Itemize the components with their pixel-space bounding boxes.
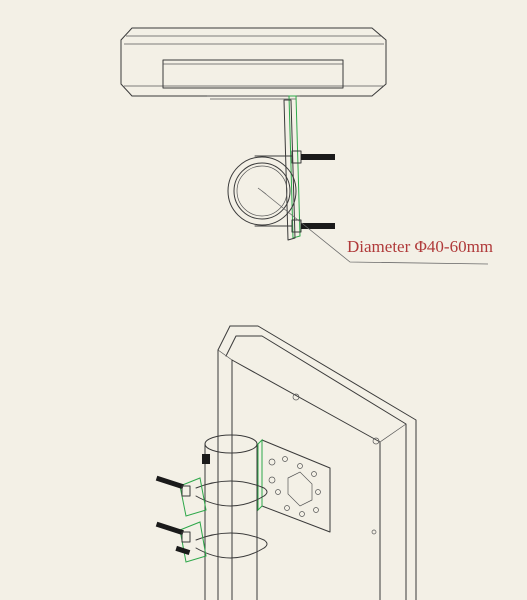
diameter-callout: Diameter Φ40-60mm (347, 237, 493, 256)
diameter-leader-line (261, 190, 489, 265)
antenna-top-view (120, 27, 387, 100)
perspective-view (155, 325, 417, 600)
top-view: Diameter Φ40-60mm (120, 27, 493, 265)
antenna-panel-back (217, 325, 417, 600)
upper-bolt-end (202, 454, 210, 464)
u-bolt-nuts-top (291, 150, 335, 233)
mount-plate (257, 438, 331, 533)
u-bolt-clamp-lower (155, 521, 268, 563)
u-bolt-clamp-upper (155, 475, 268, 517)
mounting-pole (204, 434, 258, 600)
